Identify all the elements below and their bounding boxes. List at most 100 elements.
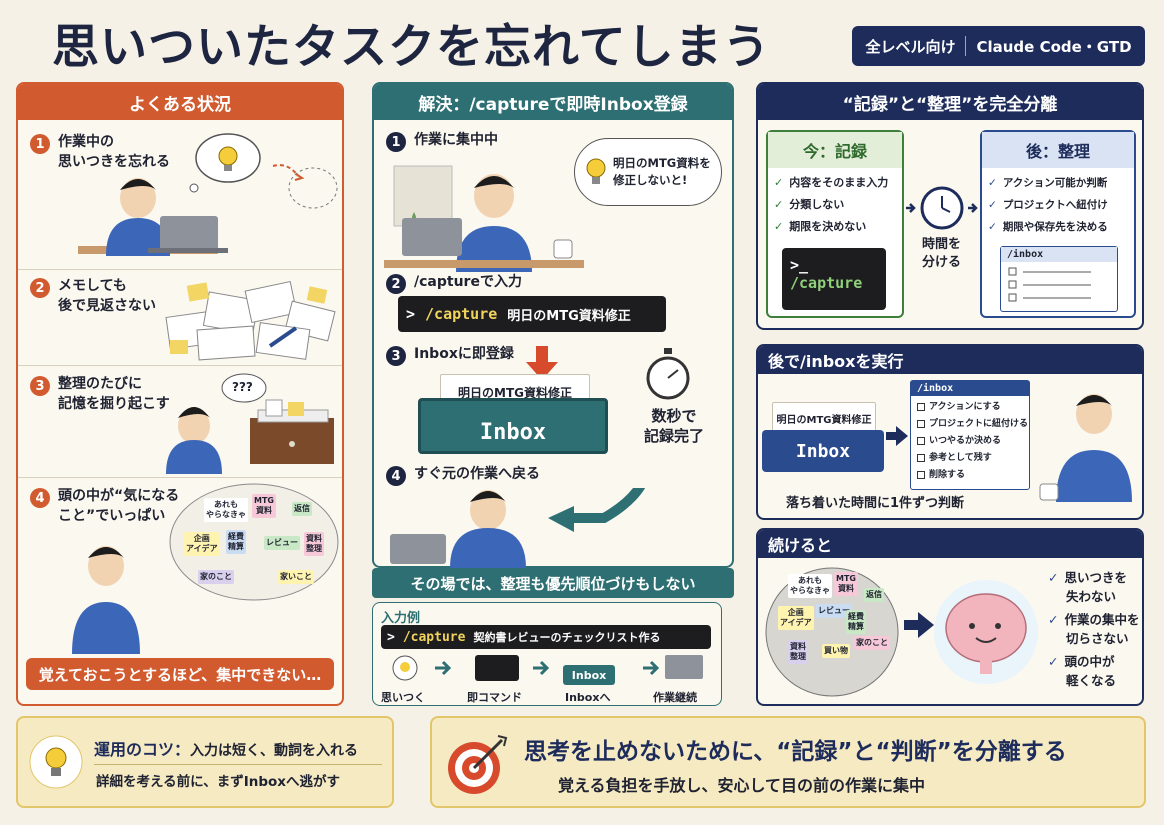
- worry-note: あれも やらなきゃ: [204, 498, 248, 522]
- tip-label: 運用のコツ：: [94, 740, 191, 759]
- checkbox-icon: [917, 402, 925, 411]
- confused-thought-text: ???: [232, 380, 253, 394]
- tip-divider: [94, 764, 382, 765]
- brain-note: 買い物: [822, 644, 850, 658]
- organize-later-title: 後：整理: [982, 132, 1134, 168]
- inbox-options-window: /inbox アクションにする プロジェクトに紐付ける いつやるか決める 参考と…: [910, 380, 1030, 490]
- organize-later-list: ✓アクション可能か判断 ✓プロジェクトへ紐付け ✓期限や保存先を決める: [988, 177, 1108, 233]
- left-header: よくある状況: [18, 84, 342, 120]
- inbox-option[interactable]: 削除する: [917, 467, 1023, 484]
- clock-caption: 時間を 分ける: [922, 237, 962, 270]
- tip-subtext: 詳細を考える前に、まずInboxへ逃がす: [96, 774, 340, 790]
- inbox-option[interactable]: 参考として残す: [917, 450, 1023, 467]
- middle-header: 解決：/captureで即時Inbox登録: [374, 84, 732, 120]
- worry-note: 資料 整理: [304, 532, 324, 556]
- prompt-chevron-icon: >: [406, 305, 416, 323]
- situation-2: 2 メモしても 後で見返さない: [18, 270, 342, 366]
- scattered-notes-illustration: [165, 280, 336, 361]
- badge-level: 全レベル向け: [865, 37, 956, 56]
- middle-header-text: 解決：/captureで即時Inbox登録: [418, 94, 688, 115]
- worry-note: 企画 アイデア: [184, 532, 220, 556]
- brain-note: 返信: [864, 588, 884, 602]
- brain-note: MTG 資料: [834, 572, 858, 596]
- level-badge: 全レベル向け Claude Code・GTD: [852, 26, 1145, 66]
- conclusion-sub: 覚える負担を手放し、安心して目の前の作業に集中: [558, 776, 926, 795]
- flow-label: Inboxへ: [565, 691, 611, 704]
- separation-header: “記録”と“整理”を完全分離: [758, 84, 1142, 120]
- step-text: すぐ元の作業へ戻る: [414, 466, 540, 482]
- step-text: 作業に集中中: [414, 132, 498, 148]
- brain-note: 経費 精算: [846, 610, 866, 634]
- stopwatch-icon: [646, 348, 690, 400]
- digging-memory-illustration: [166, 373, 334, 474]
- continue-header: 続けると: [758, 530, 1142, 558]
- step-number: 4: [30, 488, 50, 508]
- badge-tools: Claude Code・GTD: [976, 37, 1132, 56]
- step-number: 2: [386, 274, 406, 294]
- worry-note: レビュー: [264, 536, 300, 550]
- situation-text: 頭の中が“気になる こと”でいっぱい: [58, 488, 180, 524]
- check-icon: ✓: [988, 177, 997, 189]
- capture-command-terminal[interactable]: > /capture 明日のMTG資料修正: [398, 296, 666, 332]
- thinking-person-illustration: [1039, 394, 1132, 502]
- timer-caption: 数秒で 記録完了: [644, 407, 705, 445]
- flow-label: 思いつく: [381, 691, 425, 704]
- left-footer-text: 覚えておこうとするほど、集中できない…: [38, 665, 322, 684]
- run-inbox-header: 後で/inboxを実行: [758, 346, 1142, 374]
- left-panel: よくある状況 1 作業中の 思いつきを忘れる 2 メモしても 後: [16, 82, 344, 706]
- inbox-window-mini: /inbox: [1000, 246, 1118, 312]
- situation-text: 整理のたびに 記憶を掘り起こす: [58, 376, 170, 412]
- example-command-terminal[interactable]: > /capture 契約書レビューのチェックリスト作る: [381, 625, 711, 649]
- inbox-option[interactable]: アクションにする: [917, 399, 1023, 416]
- inbox-option[interactable]: プロジェクトに紐付ける: [917, 416, 1028, 433]
- checkbox-icon: [917, 470, 925, 479]
- example-title: 入力例: [381, 611, 421, 626]
- badge-divider: [965, 36, 967, 56]
- step-number: 2: [30, 278, 50, 298]
- page-title: 思いついたタスクを忘れてしまう: [52, 20, 771, 75]
- inbox-option[interactable]: いつやるか決める: [917, 433, 1023, 450]
- inbox-tray: Inbox: [418, 398, 608, 454]
- left-footer-banner: 覚えておこうとするほど、集中できない…: [26, 658, 334, 690]
- tip-text: 入力は短く、動詞を入れる: [190, 743, 359, 759]
- situation-3: 3 整理のたびに 記憶を掘り起こす ???: [18, 366, 342, 478]
- inbox-label: Inbox: [479, 420, 547, 445]
- left-header-text: よくある状況: [129, 94, 231, 115]
- command-argument: 明日のMTG資料修正: [507, 308, 631, 324]
- down-arrow-icon: [526, 346, 558, 380]
- checkbox-icon: [917, 419, 925, 428]
- flow-icons: [392, 655, 703, 681]
- record-now-list: ✓内容をそのまま入力 ✓分類しない ✓期限を決めない: [774, 176, 889, 233]
- record-now-box: 今：記録 ✓内容をそのまま入力 ✓分類しない ✓期限を決めない >_ /capt…: [766, 130, 904, 318]
- benefits-list: ✓思いつきを失わない ✓作業の集中を切らさない ✓頭の中が軽くなる: [1048, 570, 1140, 688]
- check-icon: ✓: [774, 198, 784, 211]
- separation-header-text: “記録”と“整理”を完全分離: [842, 94, 1058, 115]
- clock-icon: [906, 186, 978, 230]
- tip-box: 運用のコツ：入力は短く、動詞を入れる 詳細を考える前に、まずInboxへ逃がす: [16, 716, 394, 808]
- check-icon: ✓: [774, 220, 784, 233]
- inbox-card-text: 明日のMTG資料修正: [458, 385, 572, 400]
- step-text: Inboxに即登録: [414, 346, 514, 362]
- target-icon: [448, 735, 508, 794]
- checkbox-icon: [917, 436, 925, 445]
- run-inbox-caption: 落ち着いた時間に1件ずつ判断: [786, 496, 965, 511]
- step-number: 4: [386, 466, 406, 486]
- forgetting-idea-illustration: [78, 133, 338, 256]
- step-number: 3: [30, 376, 50, 396]
- situation-1: 1 作業中の 思いつきを忘れる: [18, 120, 342, 270]
- continue-header-text: 続けると: [768, 536, 833, 555]
- terminal-prompt-icon: >_: [790, 256, 809, 274]
- worry-note: 経費 精算: [226, 530, 246, 554]
- brain-note: レビュー: [816, 604, 852, 618]
- idea-bubble: 明日のMTG資料を 修正しないと!: [574, 138, 722, 206]
- list-lines-icon: [1008, 267, 1091, 302]
- prompt-chevron-icon: >: [387, 629, 395, 645]
- middle-banner: その場では、整理も優先順位づけもしない: [372, 568, 734, 598]
- worried-person-illustration: [72, 546, 140, 654]
- run-inbox-header-text: 後で/inboxを実行: [768, 352, 904, 371]
- check-icon: ✓: [1048, 570, 1059, 585]
- right-arrow-icon: [886, 426, 908, 446]
- worry-note: 家のこと: [198, 570, 234, 584]
- brain-note: 家のこと: [854, 636, 890, 650]
